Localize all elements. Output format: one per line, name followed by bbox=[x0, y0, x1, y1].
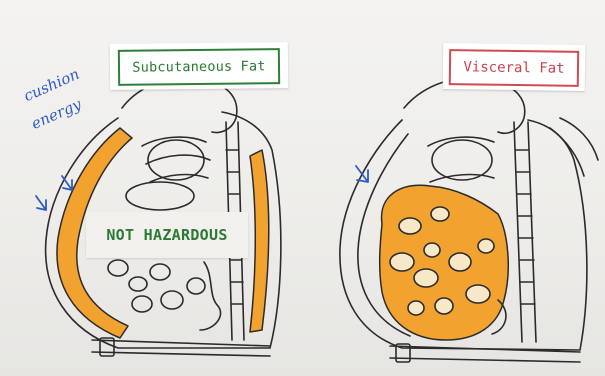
right-arm bbox=[550, 118, 598, 176]
not-hazardous-card: NOT HAZARDOUS bbox=[86, 212, 248, 258]
visceral-fat-card: Visceral Fat bbox=[443, 43, 586, 91]
left-subcutaneous-fat-back bbox=[250, 150, 269, 332]
left-intestine-c bbox=[150, 264, 170, 280]
left-intestine-a bbox=[108, 260, 128, 276]
left-intestine-e bbox=[161, 291, 183, 309]
left-bowel-loops bbox=[200, 262, 221, 330]
left-ribs bbox=[142, 137, 210, 182]
visceral-fat-label: Visceral Fat bbox=[449, 49, 579, 87]
right-spine bbox=[514, 122, 536, 342]
subcutaneous-fat-label: Subcutaneous Fat bbox=[118, 48, 280, 86]
right-torso-figure bbox=[340, 78, 598, 362]
left-intestine-f bbox=[187, 278, 205, 294]
subcutaneous-fat-card: Subcutaneous Fat bbox=[110, 42, 288, 90]
right-stomach bbox=[432, 140, 492, 180]
right-ribs bbox=[428, 137, 494, 182]
not-hazardous-label: NOT HAZARDOUS bbox=[86, 212, 248, 258]
left-intestine-b bbox=[129, 277, 147, 291]
left-intestine-d bbox=[132, 296, 152, 312]
left-liver bbox=[126, 182, 194, 210]
